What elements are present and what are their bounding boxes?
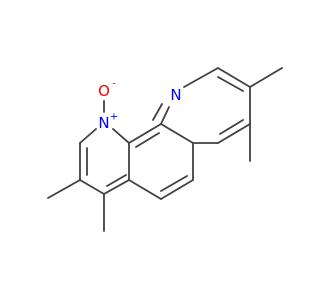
bond-c7-c6a-inner bbox=[219, 119, 244, 135]
bond-c10b-c10a-inner bbox=[135, 132, 160, 148]
molecule-structure: O - N + N bbox=[47, 67, 283, 232]
bond-c10a-c6a bbox=[160, 123, 194, 144]
nitrogen-charge-label: + bbox=[110, 112, 118, 123]
bond-c10a-n2 bbox=[160, 106, 170, 125]
bond-n2-c9 bbox=[183, 67, 219, 88]
bond-c9-c8-inner bbox=[217, 76, 244, 92]
atom-label-n-oxide: N bbox=[98, 114, 109, 132]
bond-c10b-c10a bbox=[128, 123, 162, 144]
atom-layer: O - N + N bbox=[98, 79, 182, 133]
bond-c4-c4a-inner bbox=[106, 174, 127, 187]
bond-c6-c5 bbox=[160, 179, 194, 200]
bond-c7-c6a bbox=[217, 123, 251, 144]
bond-c10b-n1 bbox=[112, 128, 130, 144]
atom-label-oxygen: O bbox=[98, 82, 110, 100]
bond-c9-c8 bbox=[217, 67, 251, 88]
bond-n1-c2 bbox=[79, 128, 97, 144]
bond-c8-methyl bbox=[249, 67, 283, 88]
bond-layer bbox=[47, 67, 283, 232]
bond-c4-c4a bbox=[103, 179, 130, 195]
bond-c3-c4 bbox=[79, 179, 105, 195]
bond-c5-c4a bbox=[128, 179, 162, 200]
bond-c6-c5-inner bbox=[160, 175, 188, 192]
bond-c10a-n2-inner bbox=[152, 103, 163, 121]
bond-c3-methyl bbox=[47, 179, 81, 199]
atom-label-nitrogen: N bbox=[170, 86, 181, 104]
oxygen-charge-label: - bbox=[112, 79, 116, 90]
